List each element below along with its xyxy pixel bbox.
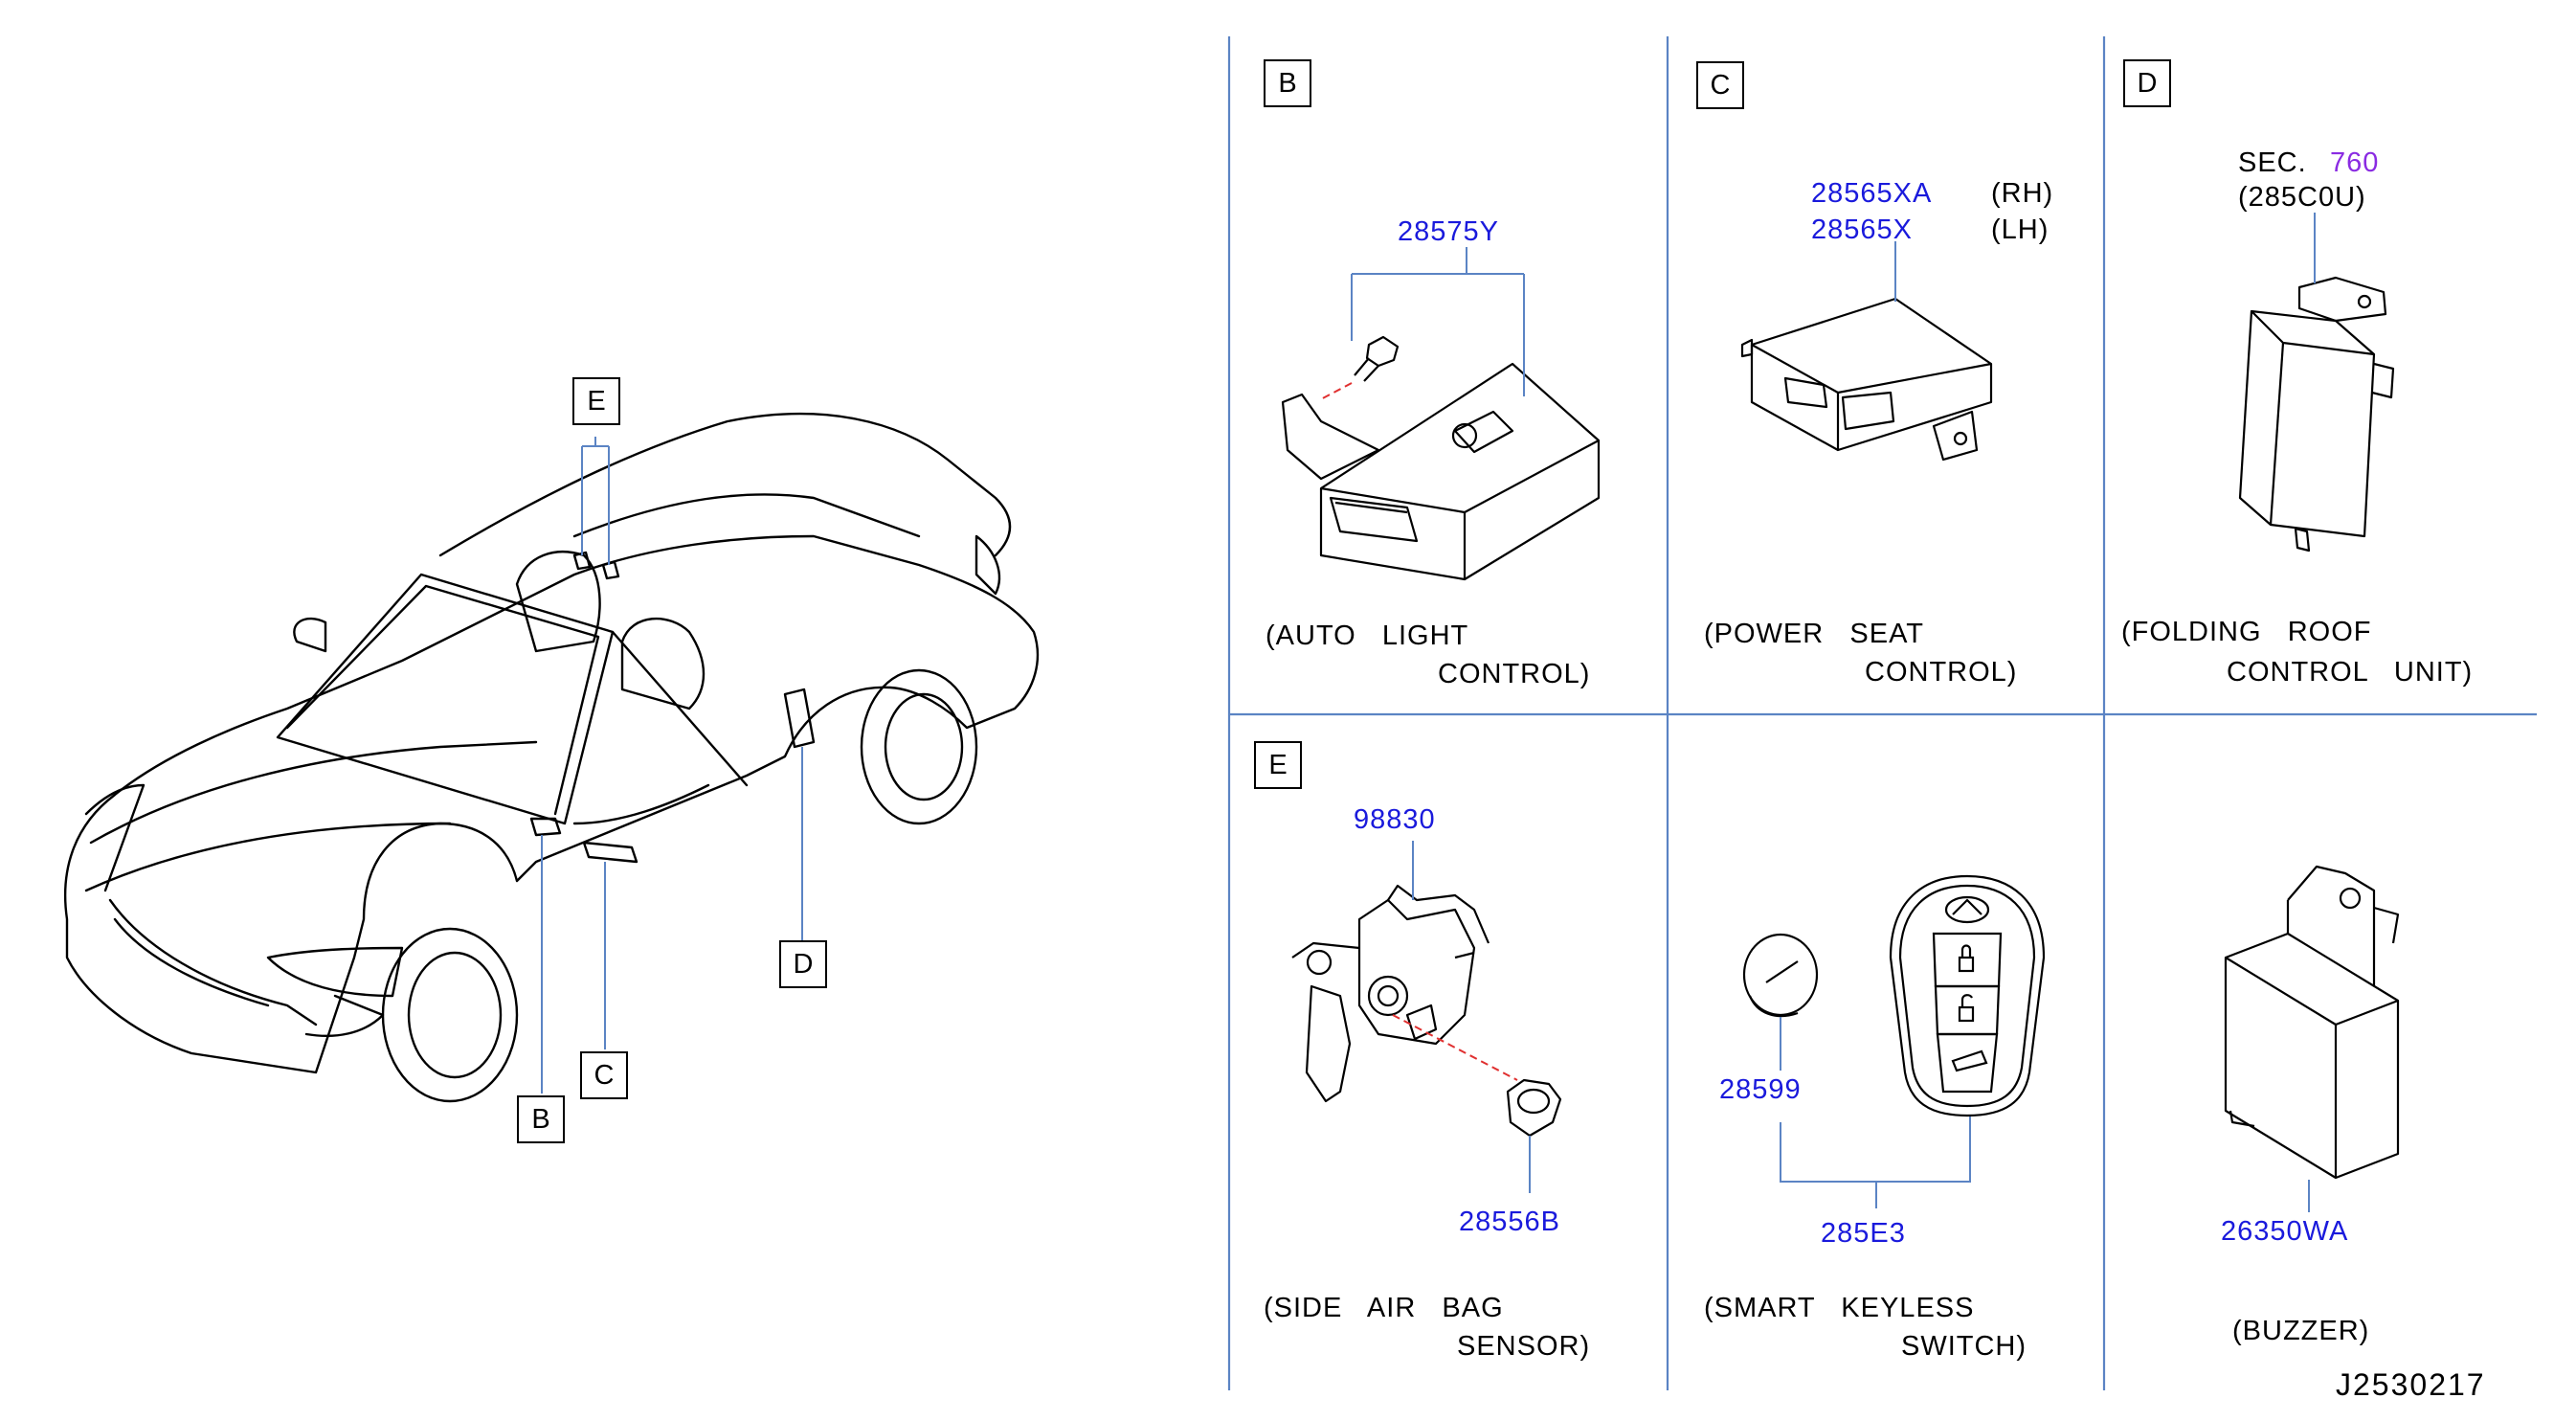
- convertible-car-outline: [63, 412, 1040, 1103]
- callout-box-c: C: [580, 1051, 628, 1099]
- part-number-285e3: 285E3: [1821, 1218, 1906, 1249]
- part-number-26350wa: 26350WA: [2221, 1216, 2349, 1247]
- folding-roof-control-unit-drawing: [2238, 276, 2395, 553]
- panel-label-c: C: [1696, 61, 1744, 109]
- buzzer-drawing: [2224, 865, 2400, 1180]
- sec-number-760[interactable]: 760: [2330, 147, 2380, 178]
- caption-side-air-bag-sensor: SENSOR): [1457, 1331, 1591, 1362]
- nut-28556b-drawing: [1506, 1078, 1562, 1138]
- sec-code: (285C0U): [2238, 182, 2366, 213]
- side-air-bag-sensor-drawing: [1291, 884, 1490, 1103]
- part-number-28556b: 28556B: [1459, 1207, 1560, 1237]
- panel-grid: [1227, 36, 2537, 1390]
- caption-buzzer: (BUZZER): [2232, 1316, 2370, 1346]
- part-number-28599: 28599: [1719, 1074, 1802, 1105]
- power-seat-control-drawing: [1740, 297, 1993, 462]
- key-battery-drawing: [1742, 933, 1819, 1018]
- callout-box-e: E: [572, 377, 620, 425]
- auto-light-control-drawing: [1281, 335, 1601, 581]
- side-rh: (RH): [1991, 178, 2054, 209]
- caption-folding-roof: (FOLDING ROOF: [2121, 617, 2372, 647]
- part-number-28565x: 28565X: [1811, 214, 1913, 245]
- callout-box-d: D: [779, 940, 827, 988]
- caption-folding-roof-control-unit: CONTROL UNIT): [2227, 657, 2474, 688]
- part-number-28565xa: 28565XA: [1811, 178, 1933, 209]
- panel-label-b: B: [1264, 59, 1311, 107]
- nut-dash-line: [1392, 1014, 1518, 1081]
- part-28575y-leader: [1351, 247, 1525, 396]
- smart-key-fob-drawing: [1889, 874, 2046, 1117]
- part-number-98830: 98830: [1354, 804, 1436, 835]
- caption-side-air-bag: (SIDE AIR BAG: [1264, 1293, 1504, 1323]
- panel-label-d: D: [2123, 59, 2171, 107]
- overview-leaders: [541, 437, 803, 1094]
- sec-prefix: SEC.: [2238, 147, 2307, 178]
- callout-box-b: B: [517, 1095, 565, 1143]
- keyless-leaders: [1780, 1017, 1971, 1208]
- caption-power-seat-control: CONTROL): [1865, 657, 2018, 688]
- caption-auto-light: (AUTO LIGHT: [1266, 620, 1469, 651]
- panel-label-e: E: [1254, 741, 1302, 789]
- caption-smart-keyless-switch: SWITCH): [1901, 1331, 2027, 1362]
- diagram-id: J2530217: [2336, 1367, 2486, 1402]
- caption-auto-light-control: CONTROL): [1438, 659, 1591, 689]
- caption-smart-keyless: (SMART KEYLESS: [1704, 1293, 1975, 1323]
- side-lh: (LH): [1991, 214, 2050, 245]
- screw-dash-line: [1318, 382, 1353, 401]
- caption-power-seat: (POWER SEAT: [1704, 619, 1924, 649]
- part-number-28575y: 28575Y: [1398, 216, 1499, 247]
